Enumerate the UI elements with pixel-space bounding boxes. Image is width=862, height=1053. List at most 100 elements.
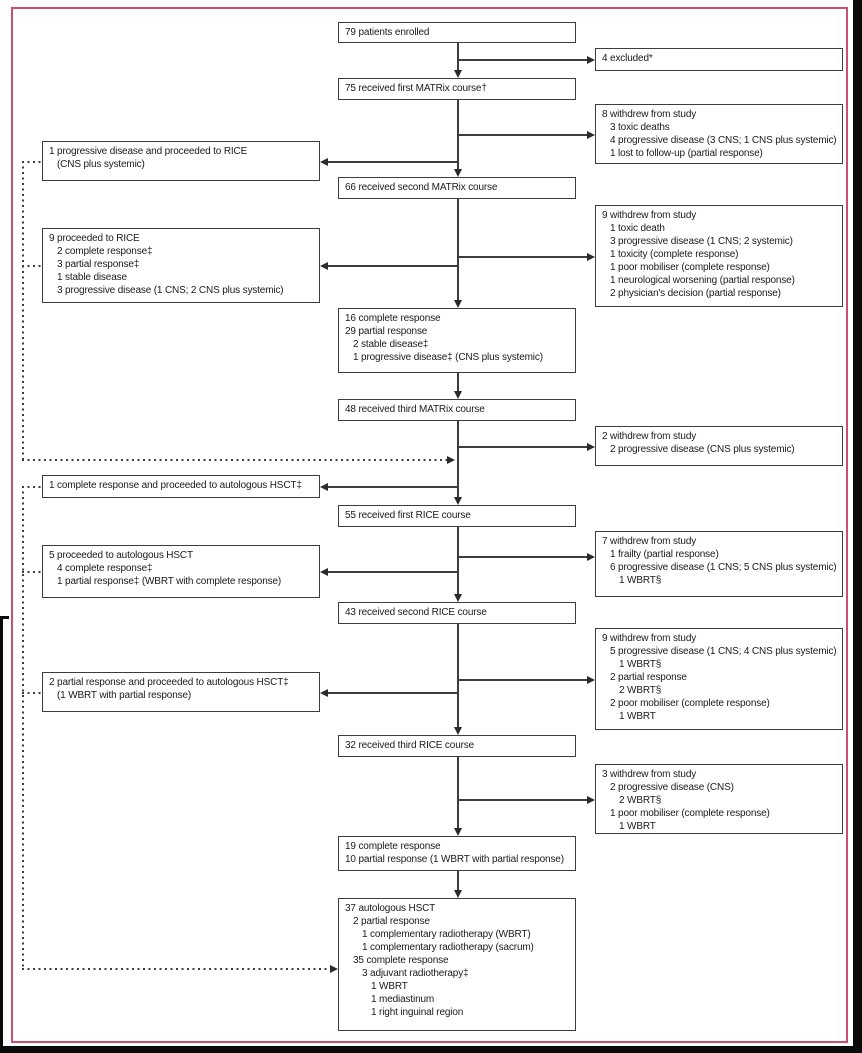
arrowhead-right: [587, 55, 595, 64]
box-line: 55 received first RICE course: [345, 510, 471, 521]
dotted-connector: [22, 161, 42, 163]
scan-edge-bottom: [0, 1046, 862, 1053]
connector-line: [457, 421, 459, 498]
connector-line: [457, 43, 459, 71]
box-line: 1 neurological worsening (partial respon…: [610, 275, 795, 286]
flow-box-c8: 32 received third RICE course: [338, 735, 576, 757]
box-line: 32 received third RICE course: [345, 740, 475, 751]
dotted-connector: [22, 692, 42, 694]
box-line: 3 withdrew from study: [602, 769, 697, 780]
box-line: 1 mediastinum: [371, 994, 435, 1005]
box-line: 2 poor mobiliser (complete response): [610, 698, 770, 709]
connector-line: [327, 161, 457, 163]
arrowhead-down: [453, 169, 462, 177]
flow-box-l2: 9 proceeded to RICE 2 complete response‡ 3…: [42, 228, 320, 303]
box-line: 1 complementary radiotherapy (sacrum): [362, 942, 534, 953]
box-line: (CNS plus systemic): [57, 159, 145, 170]
box-line: 75 received first MATRix course†: [345, 83, 487, 94]
box-line: 1 partial response‡ (WBRT with complete …: [57, 576, 282, 587]
box-line: 5 proceeded to autologous HSCT: [49, 550, 193, 561]
connector-line: [457, 199, 459, 301]
box-line: 1 WBRT: [619, 821, 656, 832]
connector-line: [457, 446, 588, 448]
arrowhead-left: [320, 688, 328, 697]
box-line: 19 complete response: [345, 841, 441, 852]
scan-edge-left: [0, 617, 3, 1053]
dotted-connector: [22, 486, 42, 488]
box-line: 6 progressive disease (1 CNS; 5 CNS plus…: [610, 562, 837, 573]
connector-line: [457, 679, 588, 681]
box-line: 7 withdrew from study: [602, 536, 697, 547]
connector-line: [457, 624, 459, 728]
box-line: 2 WBRT§: [619, 685, 662, 696]
box-line: 10 partial response (1 WBRT with partial…: [345, 854, 564, 865]
box-line: 1 progressive disease and proceeded to R…: [49, 146, 248, 157]
box-line: 4 progressive disease (3 CNS; 1 CNS plus…: [610, 135, 837, 146]
arrowhead-right: [587, 675, 595, 684]
box-line: 48 received third MATRix course: [345, 404, 485, 415]
connector-line: [327, 486, 457, 488]
box-line: 5 progressive disease (1 CNS; 4 CNS plus…: [610, 646, 837, 657]
box-line: 2 complete response‡: [57, 246, 153, 257]
box-line: 8 withdrew from study: [602, 109, 697, 120]
arrowhead-left: [320, 261, 328, 270]
box-line: 3 progressive disease (1 CNS; 2 CNS plus…: [57, 285, 284, 296]
dotted-connector: [22, 161, 24, 459]
flow-box-r2: 8 withdrew from study 3 toxic deaths 4 pro…: [595, 104, 843, 164]
scan-edge-left-tick: [0, 616, 9, 619]
arrowhead-right: [330, 964, 338, 973]
box-line: 2 partial response: [353, 916, 430, 927]
connector-line: [327, 692, 457, 694]
box-line: 9 proceeded to RICE: [49, 233, 140, 244]
box-line: 37 autologous HSCT: [345, 903, 436, 914]
box-line: 3 adjuvant radiotherapy‡: [362, 968, 469, 979]
box-line: 9 withdrew from study: [602, 210, 697, 221]
arrowhead-right: [587, 442, 595, 451]
scan-edge-right: [853, 0, 862, 1053]
figure-frame: [11, 7, 848, 1043]
flow-box-l1: 1 progressive disease and proceeded to R…: [42, 141, 320, 181]
dotted-connector: [22, 486, 24, 968]
arrowhead-left: [320, 567, 328, 576]
flow-box-c1: 79 patients enrolled: [338, 22, 576, 43]
box-line: 1 poor mobiliser (complete response): [610, 262, 770, 273]
box-line: 1 WBRT: [371, 981, 408, 992]
flow-box-c6: 55 received first RICE course: [338, 505, 576, 527]
connector-line: [457, 59, 588, 61]
box-line: 2 physician's decision (partial response…: [610, 288, 781, 299]
flow-box-l5: 2 partial response and proceeded to auto…: [42, 672, 320, 712]
connector-line: [327, 571, 457, 573]
box-line: 4 excluded*: [602, 53, 653, 64]
box-line: 3 partial response‡: [57, 259, 140, 270]
flow-box-c10: 37 autologous HSCT 2 partial response 1 co…: [338, 898, 576, 1031]
connector-line: [457, 134, 588, 136]
box-line: 1 WBRT§: [619, 575, 662, 586]
box-line: 43 received second RICE course: [345, 607, 487, 618]
box-line: 1 complementary radiotherapy (WBRT): [362, 929, 531, 940]
flow-box-c5: 48 received third MATRix course: [338, 399, 576, 421]
arrowhead-down: [453, 727, 462, 735]
flow-box-r1: 4 excluded*: [595, 48, 843, 71]
box-line: 3 toxic deaths: [610, 122, 670, 133]
arrowhead-down: [453, 890, 462, 898]
box-line: 2 stable disease‡: [353, 339, 429, 350]
connector-line: [327, 265, 457, 267]
connector-line: [457, 556, 588, 558]
box-line: 1 progressive disease‡ (CNS plus systemi…: [353, 352, 543, 363]
connector-line: [457, 256, 588, 258]
dotted-connector: [22, 571, 42, 573]
box-line: 66 received second MATRix course: [345, 182, 498, 193]
arrowhead-right: [587, 552, 595, 561]
box-line: 1 complete response and proceeded to aut…: [49, 480, 302, 491]
dotted-connector: [22, 265, 42, 267]
box-line: 1 stable disease: [57, 272, 127, 283]
arrowhead-left: [320, 157, 328, 166]
box-line: 1 WBRT§: [619, 659, 662, 670]
connector-line: [457, 373, 459, 392]
